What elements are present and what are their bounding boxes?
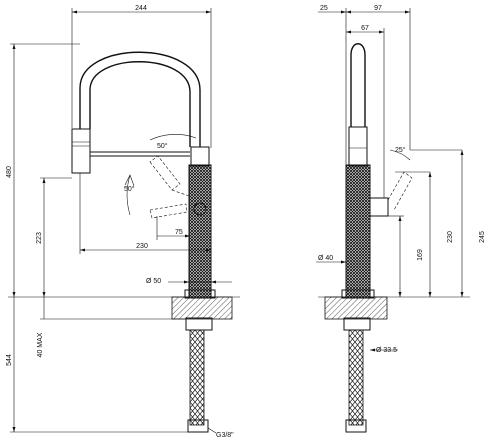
front-supply-hose <box>189 329 205 426</box>
front-view: 244 480 223 230 50° 50° 75 Ø 50 40 MAX 5… <box>6 5 240 439</box>
dim-230-front: 230 <box>136 243 148 250</box>
dim-480: 480 <box>6 166 13 178</box>
side-spout <box>350 43 366 127</box>
side-body-column <box>345 164 371 299</box>
dim-244: 244 <box>135 5 147 12</box>
front-spout-inner <box>89 61 191 147</box>
side-countertop <box>324 296 388 320</box>
side-base-ring <box>341 289 375 299</box>
dim-245: 245 <box>479 231 486 243</box>
dim-230-side: 230 <box>447 231 454 243</box>
dim-40max: 40 MAX <box>37 332 44 357</box>
side-view: 25 97 67 25° 230 245 169 Ø 40 Ø 33.5 <box>316 5 486 433</box>
side-collar <box>348 126 368 167</box>
front-dimension-lines <box>8 8 240 433</box>
front-rotated-head-upper <box>149 155 190 197</box>
angle-arc-lower <box>126 174 131 216</box>
side-hose-fitting <box>345 419 367 433</box>
dim-thread: G3/8" <box>216 432 234 439</box>
front-hose-fitting <box>187 419 209 433</box>
dim-223: 223 <box>36 232 43 244</box>
dim-dia-50: Ø 50 <box>146 278 161 285</box>
side-dimension-lines <box>316 8 470 351</box>
front-nut <box>185 317 213 331</box>
dim-25: 25 <box>320 5 328 12</box>
dim-angle-lower: 50° <box>124 185 135 193</box>
angle-arc-upper <box>149 134 197 141</box>
front-spout-outer <box>79 51 201 147</box>
side-angle-arc <box>389 149 411 161</box>
front-countertop <box>171 296 233 320</box>
front-rotated-head-lower <box>149 203 188 219</box>
dim-dia-40: Ø 40 <box>318 255 333 262</box>
dim-169: 169 <box>417 249 424 261</box>
front-arrowheads <box>12 10 216 432</box>
side-arrowheads <box>341 10 464 352</box>
front-base-ring <box>184 289 216 299</box>
front-spray-head <box>71 128 91 174</box>
dim-97: 97 <box>374 5 382 12</box>
side-nut <box>343 317 371 331</box>
front-body-column <box>188 164 212 299</box>
front-collar <box>190 146 210 167</box>
dim-75: 75 <box>175 229 183 236</box>
dim-angle-25: 25° <box>395 146 406 154</box>
dim-angle-upper: 50° <box>157 142 168 150</box>
dim-67: 67 <box>361 25 369 32</box>
dim-544: 544 <box>6 354 13 366</box>
side-lever <box>370 197 389 217</box>
dim-dia-33-5: Ø 33.5 <box>376 347 397 354</box>
front-lever-knob <box>193 202 207 216</box>
side-lever-rotated <box>387 171 413 211</box>
side-supply-hose <box>348 329 364 426</box>
